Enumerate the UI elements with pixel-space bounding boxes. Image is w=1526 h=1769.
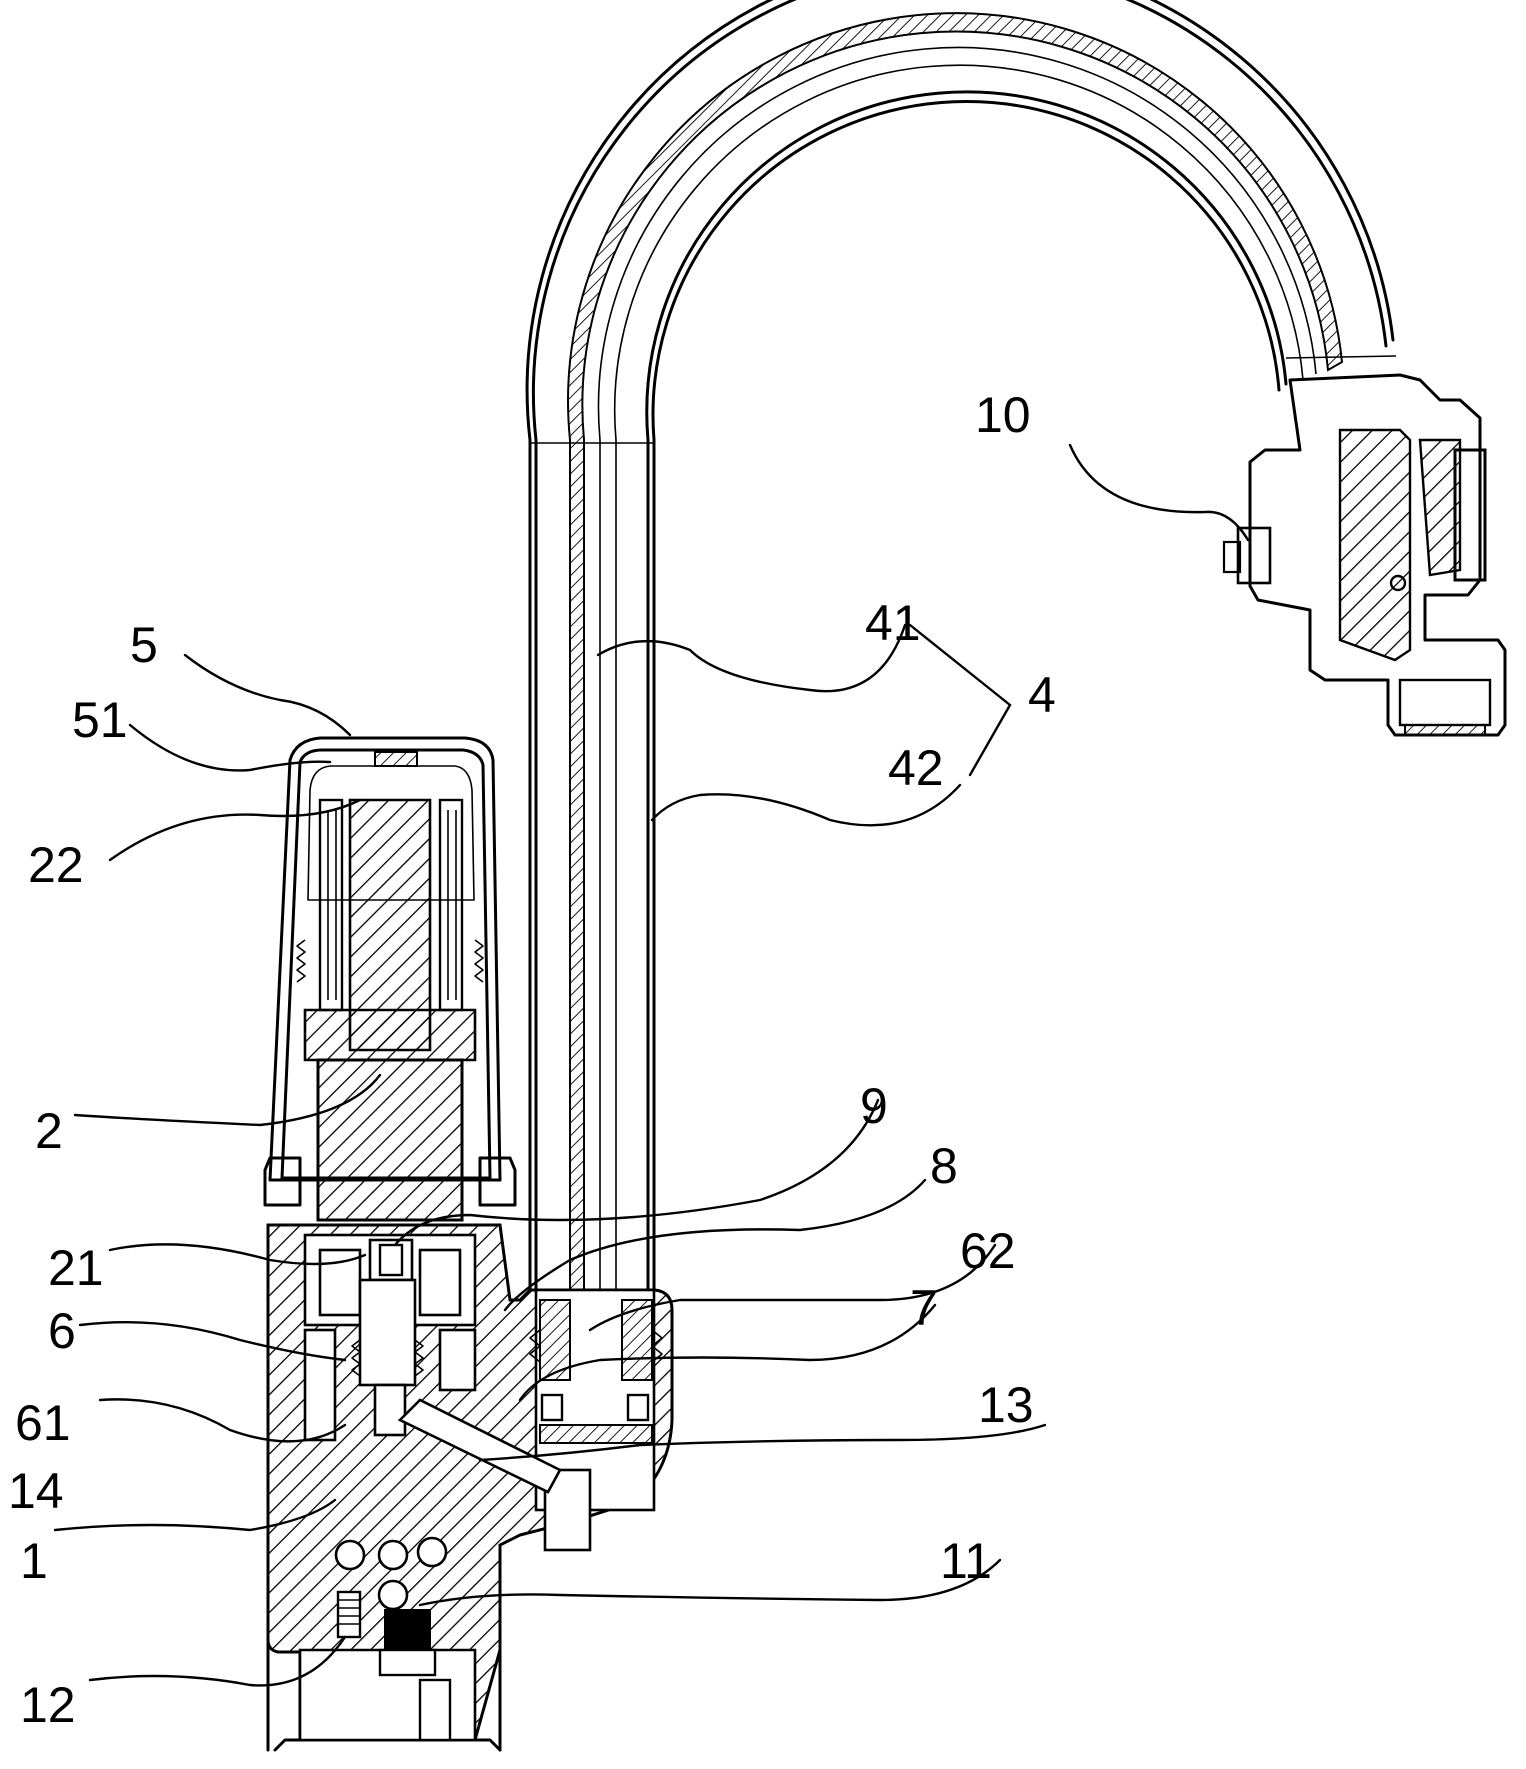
label-2: 2 bbox=[35, 1103, 63, 1159]
spray-head-10 bbox=[1222, 373, 1507, 737]
spout-pipe-4 bbox=[525, 0, 1397, 1292]
leader-lines bbox=[53, 443, 1250, 1687]
label-11: 11 bbox=[940, 1533, 992, 1589]
reference-labels: 10 5 51 41 4 42 22 2 9 8 21 62 6 7 13 61… bbox=[8, 387, 1056, 1733]
label-51: 51 bbox=[72, 692, 128, 748]
label-14: 14 bbox=[8, 1463, 64, 1519]
label-9: 9 bbox=[860, 1078, 888, 1134]
label-1: 1 bbox=[20, 1533, 48, 1589]
label-13: 13 bbox=[978, 1377, 1034, 1433]
label-4: 4 bbox=[1028, 667, 1056, 723]
label-62: 62 bbox=[960, 1223, 1016, 1279]
label-8: 8 bbox=[930, 1138, 958, 1194]
label-21: 21 bbox=[48, 1240, 104, 1296]
label-10: 10 bbox=[975, 387, 1031, 443]
label-42: 42 bbox=[888, 740, 944, 796]
label-61: 61 bbox=[15, 1395, 71, 1451]
label-5: 5 bbox=[130, 617, 158, 673]
label-7: 7 bbox=[910, 1280, 938, 1336]
filter-housing bbox=[263, 736, 517, 1222]
label-12: 12 bbox=[20, 1677, 76, 1733]
label-22: 22 bbox=[28, 837, 84, 893]
base-body-1 bbox=[266, 1223, 674, 1752]
label-41: 41 bbox=[865, 595, 921, 651]
label-6: 6 bbox=[48, 1303, 76, 1359]
